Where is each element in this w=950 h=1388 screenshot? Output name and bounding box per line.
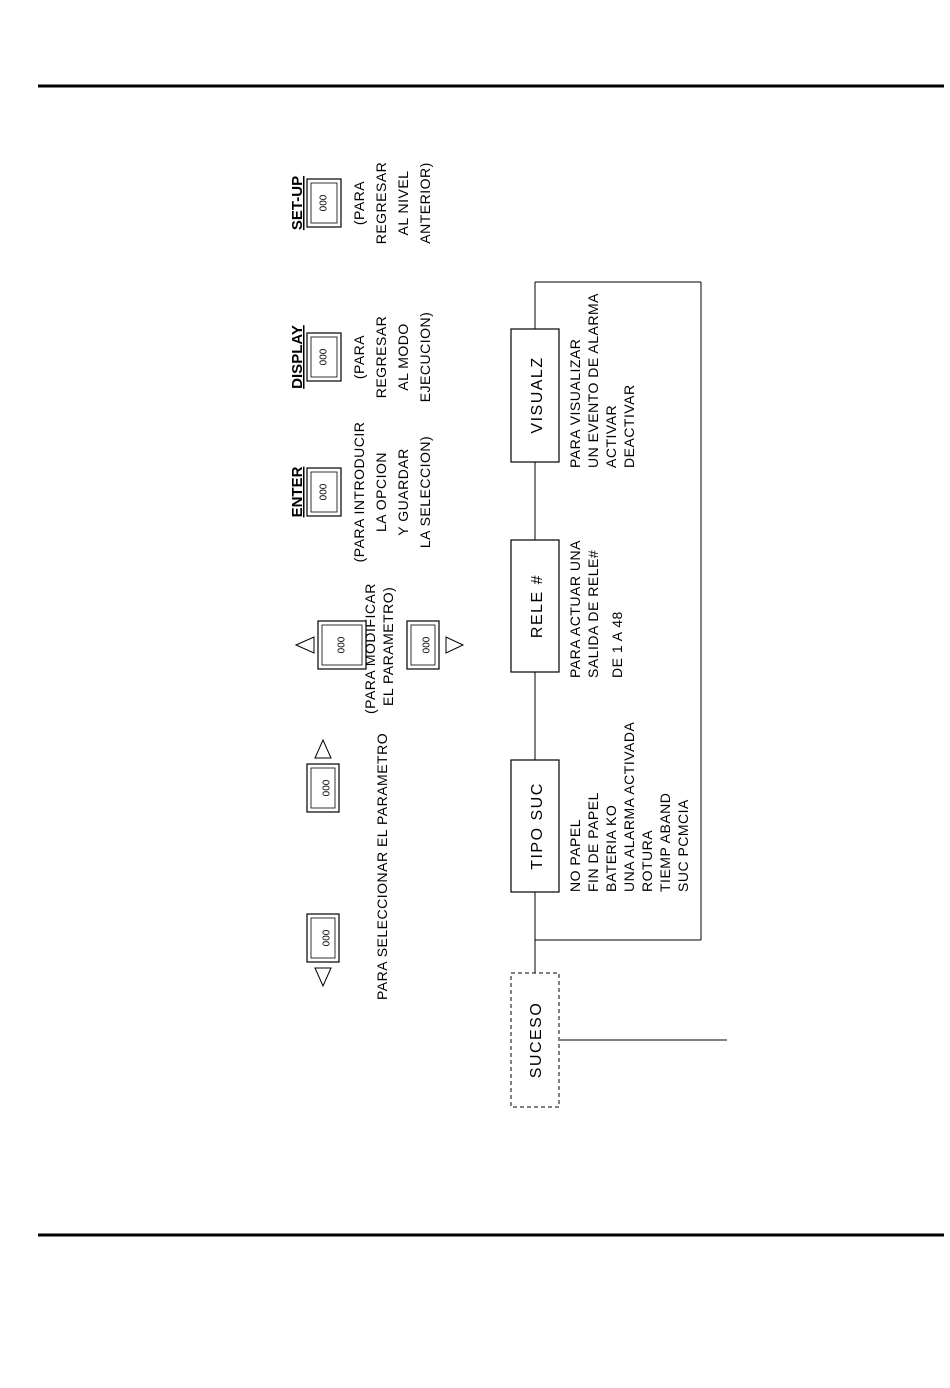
display-key-face: 000 bbox=[319, 348, 330, 365]
arrow-key-right[interactable] bbox=[306, 763, 340, 813]
modify-key-down-group: 000 bbox=[406, 620, 465, 670]
visualz-box bbox=[510, 328, 560, 463]
setup-key-inner bbox=[310, 182, 338, 224]
modify-key-up-group: 000 bbox=[294, 620, 367, 670]
setup-caption-line2: REGRESAR bbox=[373, 162, 389, 245]
triangle-down-icon bbox=[314, 967, 332, 988]
rele-desc-line1: PARA ACTUAR UNA bbox=[567, 540, 583, 678]
display-caption-line3: AL MODO bbox=[395, 323, 411, 391]
modify-key-down[interactable] bbox=[406, 620, 440, 670]
select-caption: PARA SELECCIONAR EL PARAMETRO bbox=[374, 733, 390, 1000]
display-key-group: DISPLAY 000 (PARA REGRESAR AL MODO EJECU… bbox=[289, 312, 433, 403]
arrow-key-right-inner bbox=[310, 767, 336, 809]
visualz-desc-line2: UN EVENTO DE ALARMA bbox=[585, 293, 601, 468]
tipo-suc-label: TIPO SUC bbox=[529, 782, 546, 870]
enter-caption-line1: (PARA INTRODUCIR bbox=[351, 422, 367, 563]
triangle-left-icon bbox=[294, 636, 315, 654]
tipo-suc-box bbox=[510, 759, 560, 893]
visualz-label: VISUALZ bbox=[529, 356, 546, 433]
setup-caption-line4: ANTERIOR) bbox=[417, 162, 433, 244]
triangle-up-icon bbox=[314, 738, 332, 759]
modify-key-down-inner bbox=[410, 624, 436, 666]
display-caption-line4: EJECUCION) bbox=[417, 312, 433, 403]
rele-box bbox=[510, 539, 560, 673]
arrow-key-right-group: 000 bbox=[306, 738, 340, 813]
tipo-suc-option-5: ROTURA bbox=[639, 830, 655, 892]
rele-desc-line3: DE 1 A 48 bbox=[609, 611, 625, 678]
display-key-title: DISPLAY bbox=[289, 325, 306, 389]
enter-key-face: 000 bbox=[319, 483, 330, 500]
enter-key[interactable] bbox=[306, 467, 342, 517]
suceso-label: SUCESO bbox=[528, 1002, 545, 1079]
modify-caption-line1: (PARA MODIFICAR bbox=[362, 583, 378, 714]
visualz-desc-line1: PARA VISUALIZAR bbox=[567, 339, 583, 468]
enter-key-group: ENTER 000 (PARA INTRODUCIR LA OPCION Y G… bbox=[289, 422, 433, 563]
modify-key-up[interactable] bbox=[317, 620, 367, 670]
tipo-suc-option-2: FIN DE PAPEL bbox=[585, 792, 601, 892]
display-key-inner bbox=[310, 336, 338, 378]
tipo-suc-option-6: TIEMP ABAND bbox=[657, 793, 673, 892]
setup-key-title: SET-UP bbox=[289, 176, 306, 230]
visualz-desc-line3: ACTIVAR bbox=[603, 405, 619, 468]
enter-key-inner bbox=[310, 471, 338, 513]
setup-key-group: SET-UP 000 (PARA REGRESAR AL NIVEL ANTER… bbox=[289, 162, 433, 245]
setup-caption-line3: AL NIVEL bbox=[395, 171, 411, 236]
enter-caption-line3: Y GUARDAR bbox=[395, 448, 411, 535]
arrow-key-left-group: 000 bbox=[306, 913, 340, 988]
enter-caption-line2: LA OPCION bbox=[373, 452, 389, 532]
arrow-key-left[interactable] bbox=[306, 913, 340, 963]
modify-key-up-face: 000 bbox=[337, 636, 348, 653]
arrow-key-right-face: 000 bbox=[322, 779, 333, 796]
setup-caption-line1: (PARA bbox=[351, 181, 367, 225]
arrow-key-left-face: 000 bbox=[322, 929, 333, 946]
enter-caption-line4: LA SELECCION) bbox=[417, 436, 433, 548]
display-caption-line1: (PARA bbox=[351, 335, 367, 379]
setup-key-face: 000 bbox=[319, 194, 330, 211]
arrow-key-left-inner bbox=[310, 917, 336, 959]
setup-key[interactable] bbox=[306, 178, 342, 228]
visualz-desc-line4: DEACTIVAR bbox=[621, 384, 637, 468]
tipo-suc-option-7: SUC PCMCIA bbox=[675, 799, 691, 892]
modify-key-up-inner bbox=[321, 624, 363, 666]
rele-desc-line2: SALIDA DE RELE# bbox=[585, 550, 601, 678]
tipo-suc-option-1: NO PAPEL bbox=[567, 819, 583, 892]
tipo-suc-option-3: BATERIA KO bbox=[603, 805, 619, 892]
modify-key-down-face: 000 bbox=[422, 636, 433, 653]
tipo-suc-option-4: UNA ALARMA ACTIVADA bbox=[621, 722, 637, 892]
display-caption-line2: REGRESAR bbox=[373, 316, 389, 399]
rele-label: RELE # bbox=[529, 574, 546, 638]
enter-key-title: ENTER bbox=[289, 466, 306, 517]
modify-caption-line2: EL PARAMETRO) bbox=[380, 587, 396, 706]
triangle-right-icon bbox=[445, 636, 465, 654]
display-key[interactable] bbox=[306, 332, 342, 382]
